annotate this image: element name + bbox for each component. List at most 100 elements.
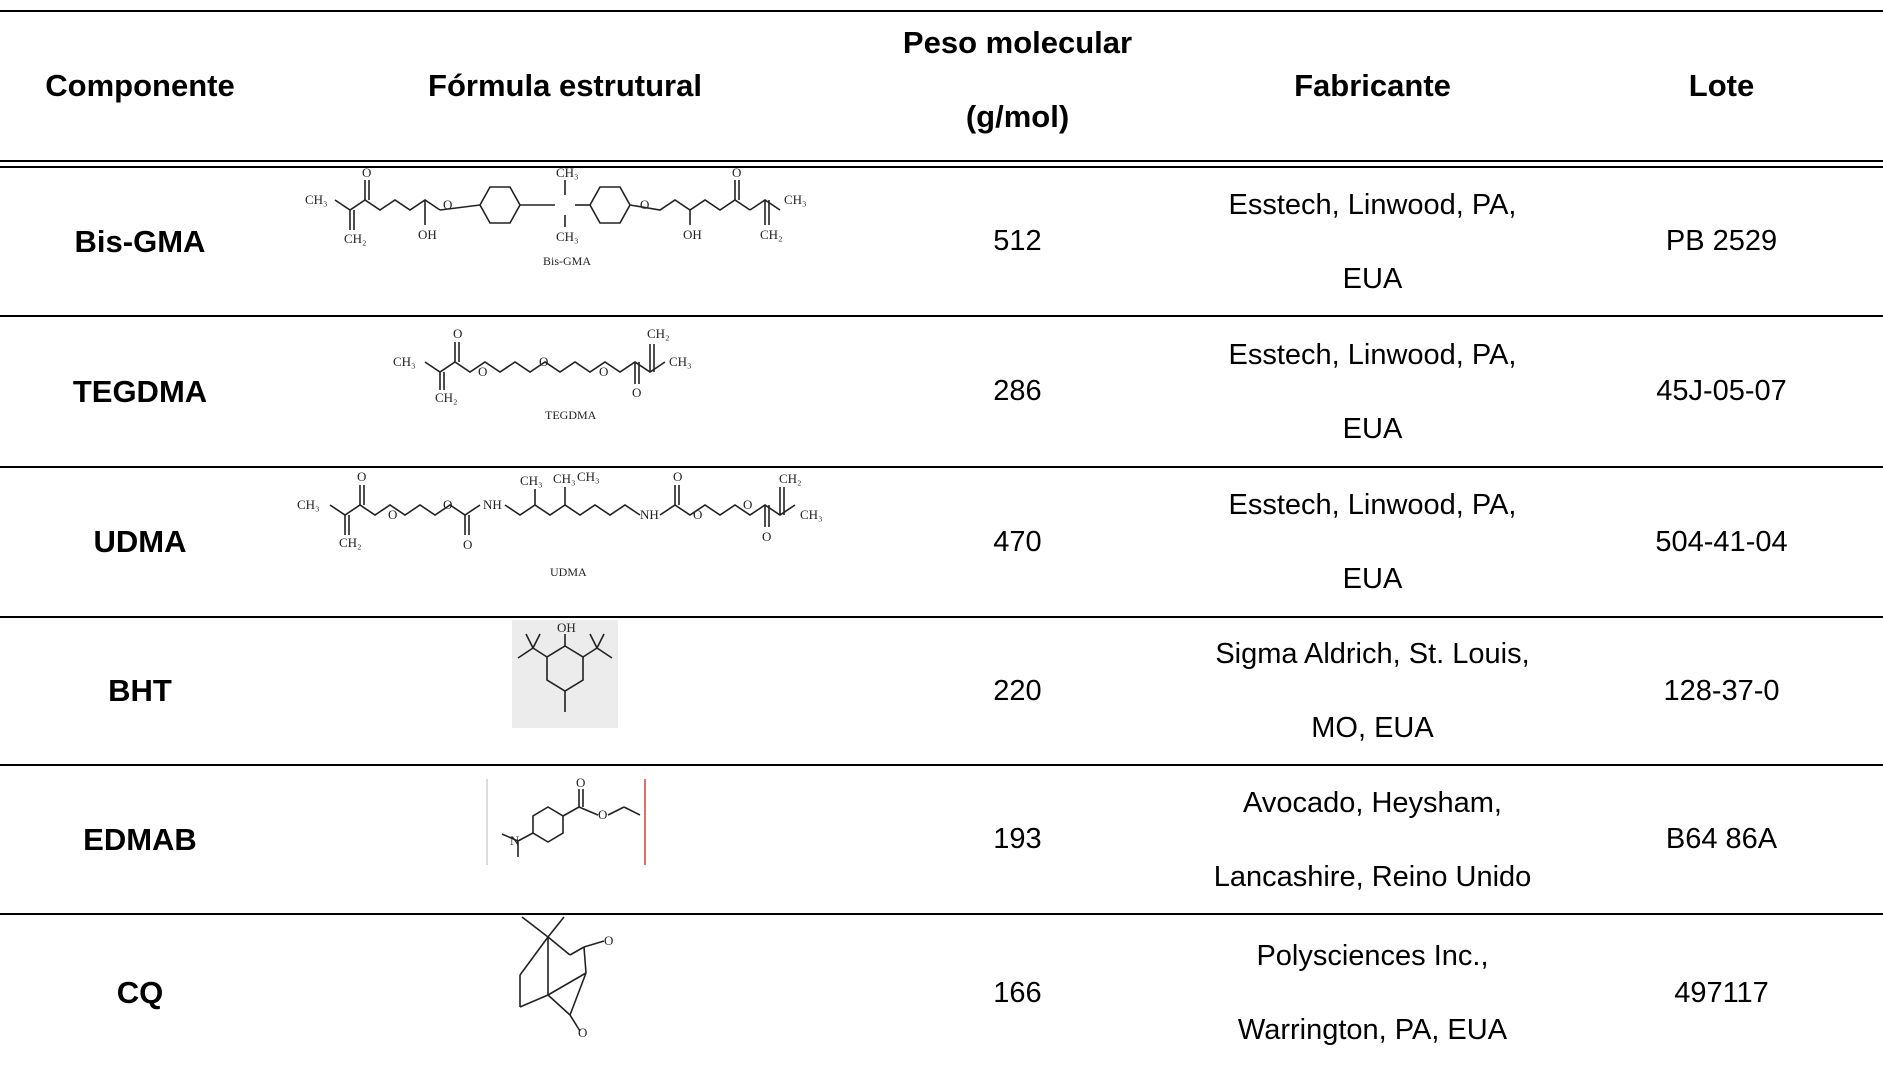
peso-cell: 220 xyxy=(850,618,1185,764)
atom-ch2: CH₂ xyxy=(779,471,802,486)
atom-oh: OH xyxy=(683,227,702,242)
atom-o: O xyxy=(604,933,613,948)
fabricante-line2: Lancashire, Reino Unido xyxy=(1213,860,1532,893)
atom-o: O xyxy=(463,537,472,552)
row-divider-3 xyxy=(0,616,1883,618)
atom-ch3: CH₃ xyxy=(553,471,576,486)
header-componente-label: Componente xyxy=(45,68,235,103)
formula-caption: Bis-GMA xyxy=(543,254,591,268)
table-top-rule xyxy=(0,10,1883,12)
atom-o: O xyxy=(599,364,608,379)
header-formula-label: Fórmula estrutural xyxy=(428,68,702,103)
atom-ch2: CH₂ xyxy=(760,227,783,242)
atom-o: O xyxy=(357,469,366,484)
fabricante-line2: EUA xyxy=(1342,412,1403,445)
atom-nh: NH xyxy=(640,507,659,522)
row-divider-4 xyxy=(0,764,1883,766)
componente-cell: EDMAB xyxy=(0,766,280,913)
componente-name: EDMAB xyxy=(83,821,197,857)
fabricante-line1: Esstech, Linwood, PA, xyxy=(1228,338,1517,371)
atom-oh: OH xyxy=(418,227,437,242)
componente-name: BHT xyxy=(108,673,172,708)
lote-value: B64 86A xyxy=(1665,823,1778,855)
atom-o: O xyxy=(539,354,548,369)
atom-o: O xyxy=(762,529,771,544)
peso-value: 193 xyxy=(993,823,1042,855)
header-peso-line1: Peso molecular xyxy=(902,25,1133,60)
atom-ch2: CH₂ xyxy=(647,326,670,341)
atom-o: O xyxy=(443,197,452,212)
fabricante-cell: Sigma Aldrich, St. Louis, MO, EUA xyxy=(1185,618,1560,764)
atom-ch3: CH₃ xyxy=(297,497,320,512)
row-divider-1 xyxy=(0,315,1883,317)
atom-oh: OH xyxy=(557,620,576,635)
componente-name: Bis-GMA xyxy=(74,223,206,259)
lote-cell: B64 86A xyxy=(1560,766,1883,913)
componente-name: UDMA xyxy=(93,524,187,559)
atom-ch3: CH₃ xyxy=(556,165,579,180)
fabricante-line1: Sigma Aldrich, St. Louis, xyxy=(1215,638,1530,670)
atom-ch2: CH₂ xyxy=(435,390,458,405)
atom-o: O xyxy=(743,497,752,512)
atom-n: N xyxy=(510,833,520,848)
fabricante-cell: Esstech, Linwood, PA, EUA xyxy=(1185,468,1560,616)
atom-o: O xyxy=(576,777,585,790)
fabricante-cell: Esstech, Linwood, PA, EUA xyxy=(1185,317,1560,466)
atom-ch3: CH₃ xyxy=(520,473,543,488)
formula-caption: UDMA xyxy=(550,565,587,579)
atom-nh: NH xyxy=(483,497,502,512)
componente-cell: Bis-GMA xyxy=(0,168,280,315)
atom-o: O xyxy=(578,1025,587,1037)
lote-value: 128-37-0 xyxy=(1663,674,1780,707)
header-double-rule-bottom xyxy=(0,166,1883,168)
componente-cell: CQ xyxy=(0,915,280,1071)
componente-cell: TEGDMA xyxy=(0,317,280,466)
structural-formula-bht: OH xyxy=(512,620,618,728)
atom-o: O xyxy=(478,364,487,379)
atom-o: O xyxy=(598,807,607,822)
formula-caption: TEGDMA xyxy=(545,408,597,422)
fabricante-line1: Avocado, Heysham, xyxy=(1243,786,1502,819)
fabricante-line2: Warrington, PA, EUA xyxy=(1237,1014,1508,1046)
fabricante-line1: Esstech, Linwood, PA, xyxy=(1228,188,1517,221)
structural-formula-bis-gma: CH₃ CH₂ O OH O CH₃ CH₃ O OH O CH₃ CH₂ Bi… xyxy=(300,165,830,283)
atom-ch3: CH₃ xyxy=(393,354,416,369)
lote-cell: 504-41-04 xyxy=(1560,468,1883,616)
atom-o: O xyxy=(632,385,641,400)
header-peso-molecular: Peso molecular (g/mol) xyxy=(850,0,1185,160)
atom-ch3: CH₃ xyxy=(784,192,807,207)
atom-ch2: CH₂ xyxy=(339,535,362,550)
header-formula: Fórmula estrutural xyxy=(280,12,850,160)
atom-o: O xyxy=(693,507,702,522)
lote-value: 45J-05-07 xyxy=(1656,375,1787,407)
header-fabricante-label: Fabricante xyxy=(1294,68,1451,103)
fabricante-cell: Avocado, Heysham, Lancashire, Reino Unid… xyxy=(1185,766,1560,913)
atom-o: O xyxy=(453,326,462,341)
lote-cell: 128-37-0 xyxy=(1560,618,1883,764)
atom-ch3: CH₃ xyxy=(305,192,328,207)
peso-value: 220 xyxy=(993,674,1042,707)
structural-formula-cq: O O xyxy=(500,915,630,1037)
atom-o: O xyxy=(732,165,741,180)
header-peso-line2: (g/mol) xyxy=(965,99,1070,134)
header-componente: Componente xyxy=(0,12,280,160)
lote-value: 497117 xyxy=(1674,976,1769,1009)
atom-o: O xyxy=(640,197,649,212)
header-fabricante: Fabricante xyxy=(1185,12,1560,160)
peso-value: 286 xyxy=(993,375,1042,407)
lote-cell: PB 2529 xyxy=(1560,168,1883,315)
atom-ch2: CH₂ xyxy=(344,231,367,246)
componente-name: CQ xyxy=(116,975,164,1010)
atom-o: O xyxy=(443,497,452,512)
atom-o: O xyxy=(362,165,371,180)
peso-value: 470 xyxy=(993,525,1042,558)
lote-cell: 497117 xyxy=(1560,915,1883,1071)
structural-formula-udma: CH₃ CH₂ O O O O NH CH₃ CH₃ CH₃ NH O O O … xyxy=(295,467,845,587)
fabricante-line1: Polysciences Inc., xyxy=(1256,940,1489,972)
row-divider-2 xyxy=(0,466,1883,468)
lote-value: PB 2529 xyxy=(1665,225,1778,257)
peso-cell: 193 xyxy=(850,766,1185,913)
atom-ch3: CH₃ xyxy=(577,469,600,484)
structural-formula-tegdma: CH₃ CH₂ O O O O O CH₂ CH₃ TEGDMA xyxy=(385,322,765,432)
